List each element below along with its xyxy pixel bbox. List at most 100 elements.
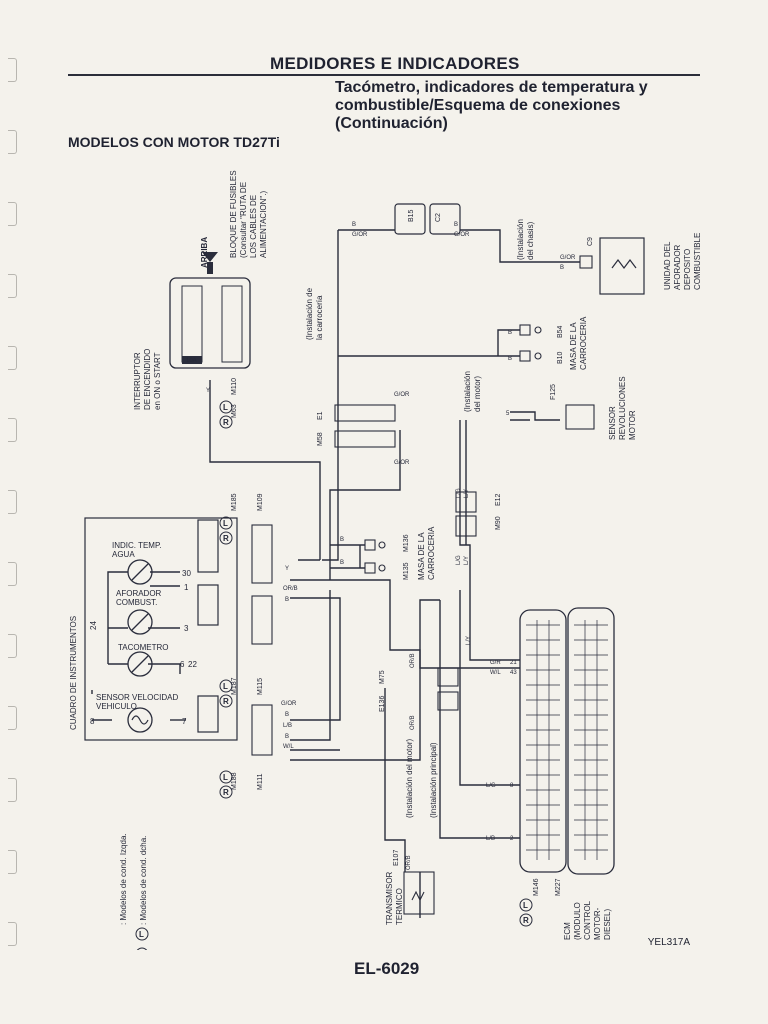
body-harness-label-1: (Instalación de <box>305 287 314 340</box>
up-arrow-icon <box>202 252 218 262</box>
engine-harness-2-label: (Instalación del motor) <box>405 739 414 818</box>
rev-sensor-label-3: MOTOR <box>628 410 637 440</box>
wire-y-2: Y <box>285 566 289 572</box>
page-number: EL-6029 <box>354 959 420 978</box>
speed-sensor <box>127 707 153 733</box>
fuel-unit-label-1: UNIDAD DEL <box>663 241 672 290</box>
fuse-10a-label: 10A <box>186 358 197 364</box>
legend-right: : Modelos de cond. dcha. <box>139 836 148 925</box>
wire-lb-2: L/B <box>486 836 495 842</box>
conn-m109: M109 <box>257 493 264 511</box>
conn-c9: C9 <box>587 237 594 246</box>
fuel-gauge-label-1: AFORADOR <box>116 589 162 598</box>
conn-m63: M63 <box>231 404 238 418</box>
wire-gr: G/R <box>490 660 501 666</box>
ecm-label-2: (MODULO <box>573 902 582 940</box>
models-heading: MODELOS CON MOTOR TD27Ti <box>68 134 280 150</box>
wire-b-9: B <box>340 537 344 543</box>
wire-b-7: B <box>285 712 289 718</box>
wire-gor-1: G/OR <box>352 232 368 238</box>
conn-e1: E1 <box>317 411 324 420</box>
conn-m110: M110 <box>231 378 238 395</box>
body-ground-1-label-2: CARROCERIA <box>579 316 588 370</box>
wire-y-1: Y <box>206 388 210 394</box>
body-ground-1-label-1: MASA DE LA <box>569 322 578 370</box>
water-sender-label-1: TRANSMISOR <box>385 871 394 925</box>
wire-orb-3: OR/B <box>410 653 416 668</box>
water-temp-label-1: INDIC. TEMP. <box>112 541 162 550</box>
tacho-label: TACOMETRO <box>118 643 169 652</box>
wire-lg-3: L/G <box>456 555 462 565</box>
wire-gor-4: G/OR <box>394 392 410 398</box>
water-sender-label-2: TERMICO <box>395 888 404 925</box>
conn-b54: B54 <box>557 325 564 338</box>
wire-lg-2: L/G <box>456 488 462 498</box>
l-mark-3: L <box>223 682 228 691</box>
wire-wl-2: W/L <box>490 670 501 676</box>
ecm-label-3: CONTROL <box>583 900 592 940</box>
wire-orb-2: OR/B <box>406 855 412 870</box>
wire-b-10: B <box>340 560 344 566</box>
wire-ly-3: L/Y <box>466 636 472 645</box>
wire-b-2: B <box>454 222 458 228</box>
wire-b-3: B <box>560 265 564 271</box>
fuse-block-label-3: LOS CABLES DE <box>249 195 258 258</box>
conn-m187: M187 <box>231 677 238 695</box>
pin-22: 22 <box>188 660 197 669</box>
conn-f125: F125 <box>550 384 557 400</box>
ecm-label-1: ECM <box>563 922 572 940</box>
fuse-block-label-1: BLOQUE DE FUSIBLES <box>229 170 238 258</box>
chassis-harness-label-2: del chasis) <box>526 221 535 260</box>
speed-sensor-label-1: SENSOR VELOCIDAD <box>96 693 178 702</box>
cluster-label: CUADRO DE INSTRUMENTOS <box>69 616 78 730</box>
pin-8-ecm: 8 <box>510 783 514 789</box>
body-ground-2-label-2: CARROCERIA <box>427 526 436 580</box>
conn-e136: E136 <box>379 696 386 712</box>
water-temp-label-2: AGUA <box>112 550 135 559</box>
wire-g-or-main <box>322 230 339 561</box>
conn-m135: M135 <box>403 562 410 580</box>
fuel-unit-label-4: COMBUSTIBLE <box>693 233 702 290</box>
pin-3: 3 <box>184 624 189 633</box>
l-mark-4: L <box>223 773 228 782</box>
ecm-connector-right <box>567 607 615 875</box>
main-harness-label: (Instalación principal) <box>429 742 438 818</box>
pin-8: 8 <box>90 717 95 726</box>
conn-m188: M188 <box>231 772 238 790</box>
conn-m90: M90 <box>495 516 502 530</box>
page-subtitle: Tacómetro, indicadores de temperatura y … <box>335 79 648 132</box>
wire-b-8: B <box>285 734 289 740</box>
l-mark-2: L <box>223 519 228 528</box>
wire-orb-4: OR/B <box>410 715 416 730</box>
conn-m75: M75 <box>379 670 386 684</box>
wire-gor-6: G/OR <box>281 701 297 707</box>
r-mark-1: R <box>223 418 229 427</box>
pin-5: 5 <box>506 411 510 417</box>
title-rule <box>68 74 700 76</box>
ecm-label-5: DIESEL) <box>603 909 612 940</box>
wire-ly-2: L/Y <box>464 556 470 565</box>
conn-b15: B15 <box>408 209 415 222</box>
legend-left: : Modelos de cond. Izqda. <box>119 833 128 925</box>
pin-30: 30 <box>182 569 191 578</box>
conn-m115: M115 <box>257 678 264 695</box>
ignition-label-2: DE ENCENDIDO <box>143 349 152 410</box>
conn-m58: M58 <box>317 432 324 446</box>
section-title: MEDIDORES E INDICADORES <box>270 54 520 73</box>
pin-21: 21 <box>510 660 517 666</box>
wire-b-6: B <box>285 597 289 603</box>
conn-m227: M227 <box>555 878 562 896</box>
wire-orb-1: OR/B <box>283 586 298 592</box>
l-mark-1: L <box>223 403 228 412</box>
wire-gor-2: G/OR <box>454 232 470 238</box>
body-ground-2-label-1: MASA DE LA <box>417 532 426 580</box>
engine-harness-1-label-1: (Instalación <box>463 371 472 412</box>
conn-m136: M136 <box>403 534 410 552</box>
ignition-label-3: en ON o START <box>153 352 162 410</box>
chassis-harness-label-1: (Instalación <box>516 219 525 260</box>
fuse-block <box>169 277 251 369</box>
pin-2: 2 <box>510 836 514 842</box>
rev-sensor-label-1: SENSOR <box>608 406 617 440</box>
r-mark-3: R <box>223 697 229 706</box>
wire-ly-1: L/Y <box>464 489 470 498</box>
